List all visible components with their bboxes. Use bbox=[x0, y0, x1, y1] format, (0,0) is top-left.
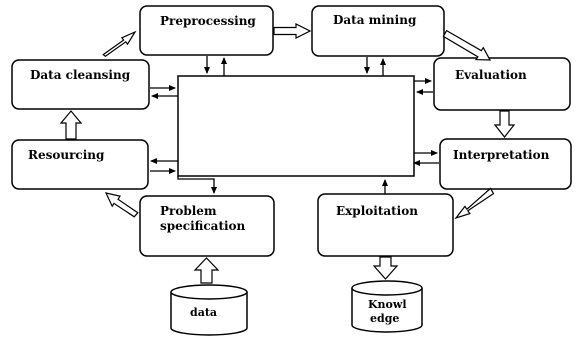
node-problem-specification: Problem specification bbox=[139, 195, 275, 257]
knowledge-label-line2: edge bbox=[370, 312, 399, 325]
knowledge-store-cylinder: Knowl edge bbox=[351, 280, 423, 333]
arrow-evaluation-to-interpretation bbox=[493, 110, 516, 138]
resourcing-label: Resourcing bbox=[28, 148, 105, 162]
arrow-exploitation-to-knowledge bbox=[372, 256, 399, 280]
arrow-preprocessing-to-mining bbox=[273, 23, 312, 39]
interpretation-label: Interpretation bbox=[453, 148, 550, 162]
node-evaluation: Evaluation bbox=[433, 57, 571, 111]
knowledge-label-line1: Knowl bbox=[368, 298, 407, 311]
arrow-problem-to-resourcing bbox=[104, 192, 139, 218]
data-mining-label: Data mining bbox=[333, 13, 417, 27]
evaluation-label: Evaluation bbox=[455, 68, 527, 82]
arrow-data-to-problem bbox=[193, 257, 220, 284]
problem-spec-label-line2: specification bbox=[160, 219, 246, 233]
node-interpretation: Interpretation bbox=[439, 138, 572, 190]
data-cleansing-label: Data cleansing bbox=[30, 68, 131, 82]
node-preprocessing: Preprocessing bbox=[139, 5, 274, 56]
node-data-cleansing: Data cleansing bbox=[11, 59, 150, 110]
node-data-mining: Data mining bbox=[311, 5, 445, 57]
data-store-cylinder: data bbox=[170, 284, 248, 336]
problem-spec-label-line1: Problem bbox=[160, 204, 217, 218]
arrow-mining-to-evaluation bbox=[442, 29, 492, 61]
preprocessing-label: Preprocessing bbox=[160, 14, 256, 28]
data-store-label: data bbox=[190, 306, 217, 319]
hub-arrow-to-problem bbox=[177, 176, 217, 194]
central-hub-frame bbox=[177, 75, 415, 177]
arrow-resourcing-to-cleansing bbox=[59, 110, 83, 140]
arrow-cleansing-to-preprocessing bbox=[102, 30, 137, 58]
node-resourcing: Resourcing bbox=[11, 139, 149, 190]
exploitation-label: Exploitation bbox=[336, 204, 418, 218]
arrow-interpretation-to-exploitation bbox=[454, 187, 495, 220]
node-exploitation: Exploitation bbox=[317, 193, 454, 257]
